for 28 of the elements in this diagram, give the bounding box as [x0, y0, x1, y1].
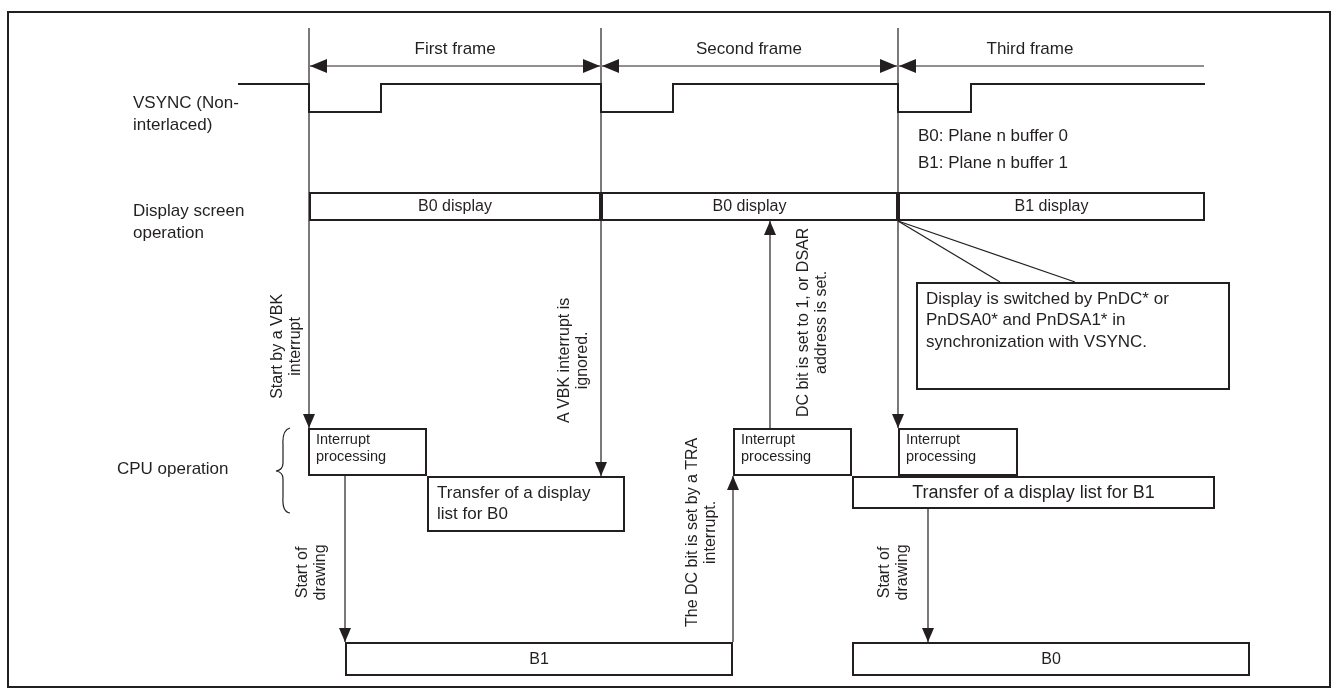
- process-box: Transfer of a display list for B0: [427, 476, 625, 532]
- label: B1: Plane n buffer 1: [918, 152, 1068, 174]
- process-bar: B1: [345, 642, 733, 676]
- process-bar: B0: [852, 642, 1250, 676]
- process-box: Interrupt processing: [898, 428, 1018, 476]
- leader-line: [897, 220, 1076, 283]
- process-box: Interrupt processing: [733, 428, 852, 476]
- arrow: [892, 123, 904, 429]
- label: VSYNC (Non-interlaced): [133, 92, 240, 137]
- callout-box: Display is switched by PnDC* or PnDSA0* and PnDSA1* in synchronization with VSYNC.: [916, 282, 1230, 390]
- display-bar: B1 display: [898, 192, 1205, 221]
- arrow: [727, 475, 739, 643]
- arrow: [595, 123, 607, 477]
- arrow: [303, 123, 315, 429]
- process-box: Transfer of a display list for B1: [852, 476, 1215, 509]
- label: CPU operation: [117, 458, 229, 480]
- arrow: [339, 475, 351, 643]
- label: First frame: [414, 38, 496, 60]
- arrow: [922, 508, 934, 643]
- label: Third frame: [986, 38, 1074, 60]
- arrow: [764, 220, 776, 429]
- leader-line: [897, 220, 1001, 283]
- display-bar: B0 display: [309, 192, 601, 221]
- process-box: Interrupt processing: [308, 428, 427, 476]
- label: Second frame: [696, 38, 802, 60]
- label: Display screen operation: [133, 200, 246, 245]
- display-bar: B0 display: [601, 192, 898, 221]
- label: B0: Plane n buffer 0: [918, 125, 1068, 147]
